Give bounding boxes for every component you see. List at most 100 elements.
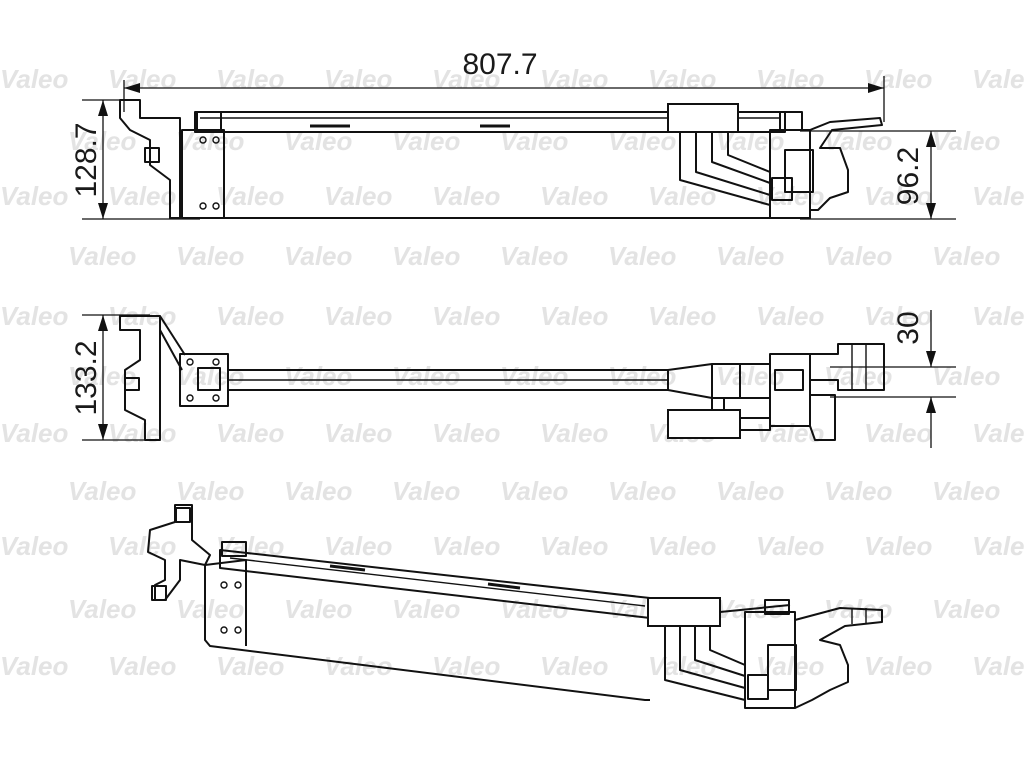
watermark-text: Valeo	[0, 301, 69, 331]
watermark-text: Valeo	[432, 181, 501, 211]
watermark-text: Valeo	[176, 241, 245, 271]
watermark-text: Valeo	[176, 594, 245, 624]
watermark-text: Valeo	[972, 181, 1024, 211]
watermark-text: Valeo	[824, 476, 893, 506]
watermark-text: Valeo	[216, 301, 285, 331]
watermark-text: Valeo	[324, 418, 393, 448]
watermark-text: Valeo	[108, 181, 177, 211]
watermark-text: Valeo	[540, 301, 609, 331]
watermark-text: Valeo	[432, 531, 501, 561]
watermark-text: Valeo	[432, 418, 501, 448]
watermark-text: Valeo	[0, 531, 69, 561]
watermark-text: Valeo	[864, 181, 933, 211]
watermark-text: Valeo	[756, 418, 825, 448]
watermark-text: Valeo	[608, 241, 677, 271]
watermark-text: Valeo	[756, 531, 825, 561]
watermark-text: Valeo	[716, 476, 785, 506]
watermark-text: Valeo	[284, 594, 353, 624]
watermark-text: Valeo	[648, 64, 717, 94]
watermark-text: Valeo	[432, 301, 501, 331]
watermark-text: Valeo	[68, 241, 137, 271]
watermark-text: Valeo	[392, 594, 461, 624]
watermark-text: Valeo	[68, 476, 137, 506]
watermark-text: Valeo	[716, 241, 785, 271]
watermark-text: Valeo	[824, 361, 893, 391]
watermark-text: Valeo	[284, 241, 353, 271]
watermark-text: Valeo	[324, 181, 393, 211]
watermark-text: Valeo	[176, 361, 245, 391]
watermark-text: Valeo	[500, 594, 569, 624]
watermark-text: Valeo	[648, 181, 717, 211]
watermark-text: Valeo	[108, 531, 177, 561]
watermark-text: Valeo	[756, 651, 825, 681]
watermark-text: Valeo	[824, 241, 893, 271]
watermark-text: Valeo	[108, 651, 177, 681]
watermark-text: Valeo	[716, 361, 785, 391]
watermark-text: Valeo	[972, 301, 1024, 331]
watermark-text: Valeo	[864, 301, 933, 331]
dim-arrow-left	[124, 83, 140, 93]
watermark-text: Valeo	[216, 651, 285, 681]
watermark-text: Valeo	[0, 181, 69, 211]
dim-arrow-right	[868, 83, 884, 93]
watermark-text: Valeo	[108, 418, 177, 448]
watermark-text: Valeo	[540, 181, 609, 211]
dim-overall-length: 807.7	[462, 48, 537, 81]
watermark-text: Valeo	[392, 126, 461, 156]
watermark-text: Valeo	[608, 476, 677, 506]
watermark-text: Valeo	[500, 241, 569, 271]
watermark-text: Valeo	[392, 476, 461, 506]
watermark-text: Valeo	[864, 418, 933, 448]
watermark-text: Valeo	[324, 531, 393, 561]
watermark-text: Valeo	[932, 476, 1001, 506]
watermark-text: Valeo	[216, 418, 285, 448]
watermark-text: Valeo	[500, 361, 569, 391]
watermark-text: Valeo	[0, 651, 69, 681]
watermark-text: Valeo	[540, 418, 609, 448]
watermark-text: Valeo	[216, 181, 285, 211]
watermark-text: Valeo	[68, 126, 137, 156]
watermark-text: Valeo	[500, 476, 569, 506]
watermark-text: Valeo	[540, 64, 609, 94]
watermark-text: Valeo	[284, 126, 353, 156]
watermark-text: Valeo	[392, 361, 461, 391]
view-isometric	[147, 504, 883, 709]
watermark-text: Valeo	[216, 64, 285, 94]
watermark-text: Valeo	[756, 181, 825, 211]
watermark-text: Valeo	[500, 126, 569, 156]
watermark-text: Valeo	[972, 531, 1024, 561]
watermark-text: Valeo	[324, 301, 393, 331]
dim-offset-mid: 30	[892, 311, 925, 344]
watermark-text: Valeo	[284, 361, 353, 391]
dim-height-right: 96.2	[892, 147, 925, 205]
watermark-text: Valeo	[0, 64, 69, 94]
dim-height-top-view: 128.7	[70, 122, 103, 197]
watermark-text: Valeo	[284, 476, 353, 506]
view-top: 133.2 30	[70, 310, 956, 448]
watermark-text: Valeo	[932, 594, 1001, 624]
watermark-text: Valeo	[608, 126, 677, 156]
watermark-text: Valeo	[972, 418, 1024, 448]
watermark-text: Valeo	[432, 651, 501, 681]
watermark-text: Valeo	[324, 64, 393, 94]
watermark-text: Valeo	[68, 594, 137, 624]
watermark-text: Valeo	[432, 64, 501, 94]
watermark-text: Valeo	[932, 241, 1001, 271]
watermark-text: Valeo	[608, 361, 677, 391]
watermark-text: Valeo	[972, 651, 1024, 681]
watermark-text: Valeo	[864, 531, 933, 561]
watermark-text: Valeo	[972, 64, 1024, 94]
watermark-text: Valeo	[176, 476, 245, 506]
watermark-text: Valeo	[756, 301, 825, 331]
watermark-text: Valeo	[932, 361, 1001, 391]
watermark-text: Valeo	[392, 241, 461, 271]
watermark-text: Valeo	[648, 301, 717, 331]
watermark-text: Valeo	[864, 651, 933, 681]
watermark-text: Valeo	[0, 418, 69, 448]
watermark-text: Valeo	[756, 64, 825, 94]
watermark-text: Valeo	[108, 64, 177, 94]
watermark-text: Valeo	[648, 531, 717, 561]
